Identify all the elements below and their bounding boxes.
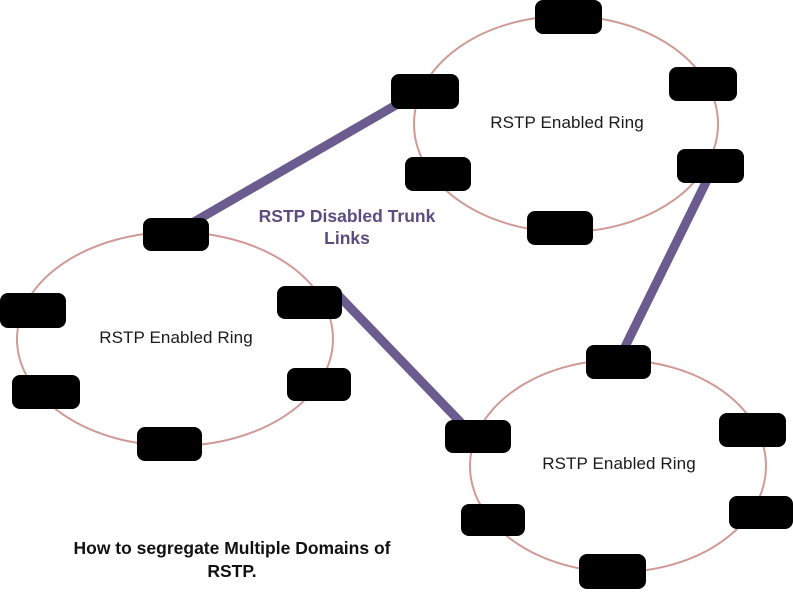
trunk-links-label-line1: RSTP Disabled Trunk (258, 206, 436, 226)
ring-label-bottom-right: RSTP Enabled Ring (542, 454, 696, 473)
switch-node-node-l-right-lower[interactable] (287, 368, 351, 401)
switch-node-node-tr-right-upper[interactable] (669, 67, 737, 101)
switch-node-node-l-bottom[interactable] (137, 427, 202, 461)
switch-node-node-br-left-upper[interactable] (445, 420, 511, 453)
switch-node-node-l-left-lower[interactable] (12, 375, 80, 409)
switch-node-node-l-right-upper[interactable] (277, 286, 342, 319)
switch-node-node-tr-top[interactable] (535, 0, 602, 34)
switch-node-node-br-left-lower[interactable] (461, 504, 525, 536)
switch-node-node-tr-left-lower[interactable] (405, 157, 471, 191)
switch-node-node-br-top[interactable] (586, 345, 651, 379)
diagram-caption: How to segregate Multiple Domains of RST… (22, 537, 442, 583)
switch-node-node-l-left-upper[interactable] (0, 293, 66, 328)
ring-label-top-right: RSTP Enabled Ring (490, 113, 644, 132)
trunk-links-label: RSTP Disabled Trunk Links (232, 205, 462, 250)
caption-line1: How to segregate Multiple Domains of (73, 538, 391, 558)
trunk-links-label-line2: Links (324, 228, 370, 249)
switch-node-node-l-top[interactable] (143, 218, 209, 251)
switch-node-node-tr-bottom[interactable] (527, 211, 593, 245)
switch-node-node-br-bottom[interactable] (579, 554, 646, 589)
switch-node-node-br-right-upper[interactable] (719, 413, 786, 447)
trunk-left-to-bottomright[interactable] (335, 292, 472, 434)
ring-label-left: RSTP Enabled Ring (99, 328, 253, 347)
switch-node-node-tr-left-upper[interactable] (391, 74, 459, 109)
switch-node-node-tr-right-lower[interactable] (677, 149, 744, 183)
trunk-left-to-topright[interactable] (177, 86, 425, 234)
switch-nodes-group (0, 0, 793, 589)
trunk-links-group (177, 86, 716, 434)
trunk-topright-to-bottomright[interactable] (615, 170, 716, 359)
caption-line2: RSTP. (207, 560, 257, 581)
switch-node-node-br-right-lower[interactable] (729, 496, 793, 529)
